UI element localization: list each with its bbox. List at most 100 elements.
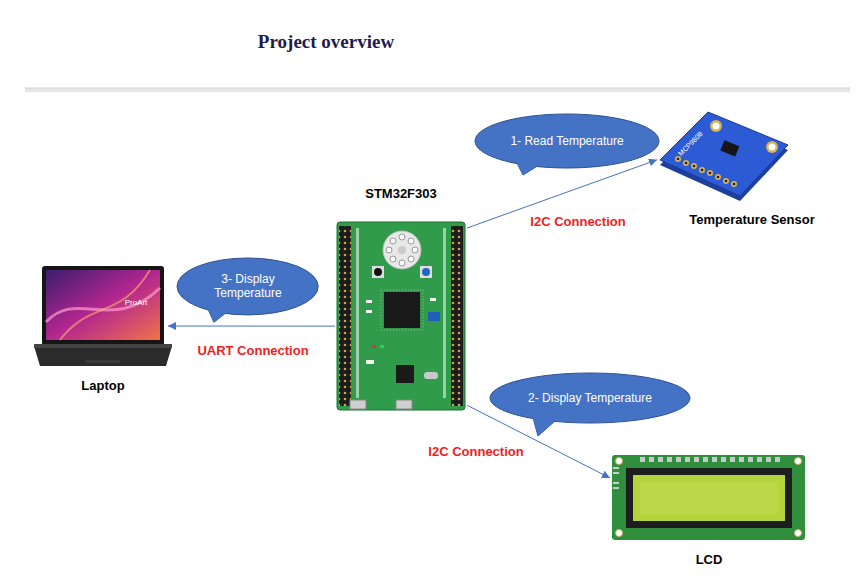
sensor-picture-part [717,176,720,179]
connection-label: I2C Connection [528,214,627,230]
page-title: Project overview [258,31,394,53]
device-label: LCD [696,552,723,568]
connection-label: UART Connection [195,343,310,359]
board-picture-part [443,228,446,398]
board-picture-part [451,226,463,406]
board-picture-part [408,256,414,262]
board-picture-part [372,266,384,278]
bubble-body [177,258,318,315]
sensor-picture-part [733,183,736,186]
board-picture-part [396,365,414,383]
lcd-picture-part [613,467,619,469]
lcd-picture-part [616,458,623,465]
sensor-picture-part [699,167,705,173]
board-picture-part [356,228,359,398]
lcd-picture-part [613,472,619,474]
board-picture-part [420,266,432,278]
bubble-body [490,373,690,423]
bubble-joint [515,159,539,175]
board-picture-part [398,246,406,254]
brand-mark-holder: ProArt [125,299,148,308]
lcd-picture-part [626,468,792,528]
board-picture-part [350,400,366,409]
lcd-picture-part [795,458,802,465]
board-picture-part [412,247,418,253]
callout-text: 3- Display Temperature [202,272,294,300]
laptop-picture-part [46,270,160,340]
sensor-picture-part [769,144,776,151]
board-picture-part [390,256,396,262]
device-label: Laptop [81,378,124,394]
board-picture-part [366,310,372,313]
board-picture-part [408,238,414,244]
title-rule [25,88,850,92]
device-label: Temperature Sensor [689,212,814,228]
laptop-picture [34,266,172,366]
board-picture-part [372,345,376,348]
sensor-picture-part [677,158,680,161]
sensor-picture-part [660,112,788,196]
board-picture-part [399,234,405,240]
connection-label-holder: I2C Connection [528,214,627,230]
lcd-picture-part [640,457,784,462]
connection-label-holder: I2C Connection [426,444,525,460]
board-picture-part [383,231,421,269]
laptop-picture-part [34,346,172,366]
board-picture-part [381,290,423,330]
board-picture-part [374,268,382,276]
sensor-picture-part [710,120,722,132]
sensor-picture-part [723,178,729,184]
temperature-sensor: Temperature Sensor [657,104,847,228]
lcd-picture-part [613,482,619,484]
board-picture-part [428,312,440,321]
lcd-picture-part [616,530,623,537]
sensor-picture-part [691,163,697,169]
sensor-picture-part [720,140,739,156]
sensor-picture-part [725,180,728,183]
board-picture-part [430,298,436,301]
connection-label: I2C Connection [426,444,525,460]
connection-label-holder: UART Connection [195,343,310,359]
title-holder: Project overview [258,31,394,53]
board-picture-part [396,400,412,409]
title-rule-part [25,88,850,92]
lcd-picture-part [795,530,802,537]
step-callout: 3- Display Temperature [175,256,320,324]
bubble-joint [532,414,556,436]
lcd-picture [612,455,805,540]
bubble-body [475,114,659,168]
board-picture-part [339,226,351,406]
board-picture-part [390,238,396,244]
chip-marking-holder: MCP9808 [677,130,704,157]
lcd-display: LCD [610,452,808,568]
lcd-picture-part [633,475,785,521]
sensor-picture-part [709,172,712,175]
title-rule-part [25,88,850,89]
callout-text: 1- Read Temperature [510,134,623,148]
callout-text: 2- Display Temperature [528,391,652,405]
board-picture-part [366,360,374,364]
sensor-picture-part [715,174,721,180]
sensor-picture-part [701,169,704,172]
lcd-picture-part [613,487,619,489]
sensor-picture-part [683,160,689,166]
laptop-picture-part [46,288,160,322]
laptop-picture-part [60,270,150,340]
step-callout: 1- Read Temperature [473,112,661,177]
laptop: Laptop [38,262,168,394]
board-picture-part [366,300,372,303]
sensor-picture-part [693,165,696,168]
step-callout: 2- Display Temperature [488,371,692,438]
brand-mark: ProArt [125,299,148,308]
laptop-picture-part [34,344,172,348]
board-picture-part [424,372,438,379]
board-picture-part [399,260,405,266]
board-picture-part [384,292,420,328]
sensor-picture-part [707,170,713,176]
connection-arrow [168,326,335,327]
board-picture-part [386,247,392,253]
sensor-picture-part [685,162,688,165]
